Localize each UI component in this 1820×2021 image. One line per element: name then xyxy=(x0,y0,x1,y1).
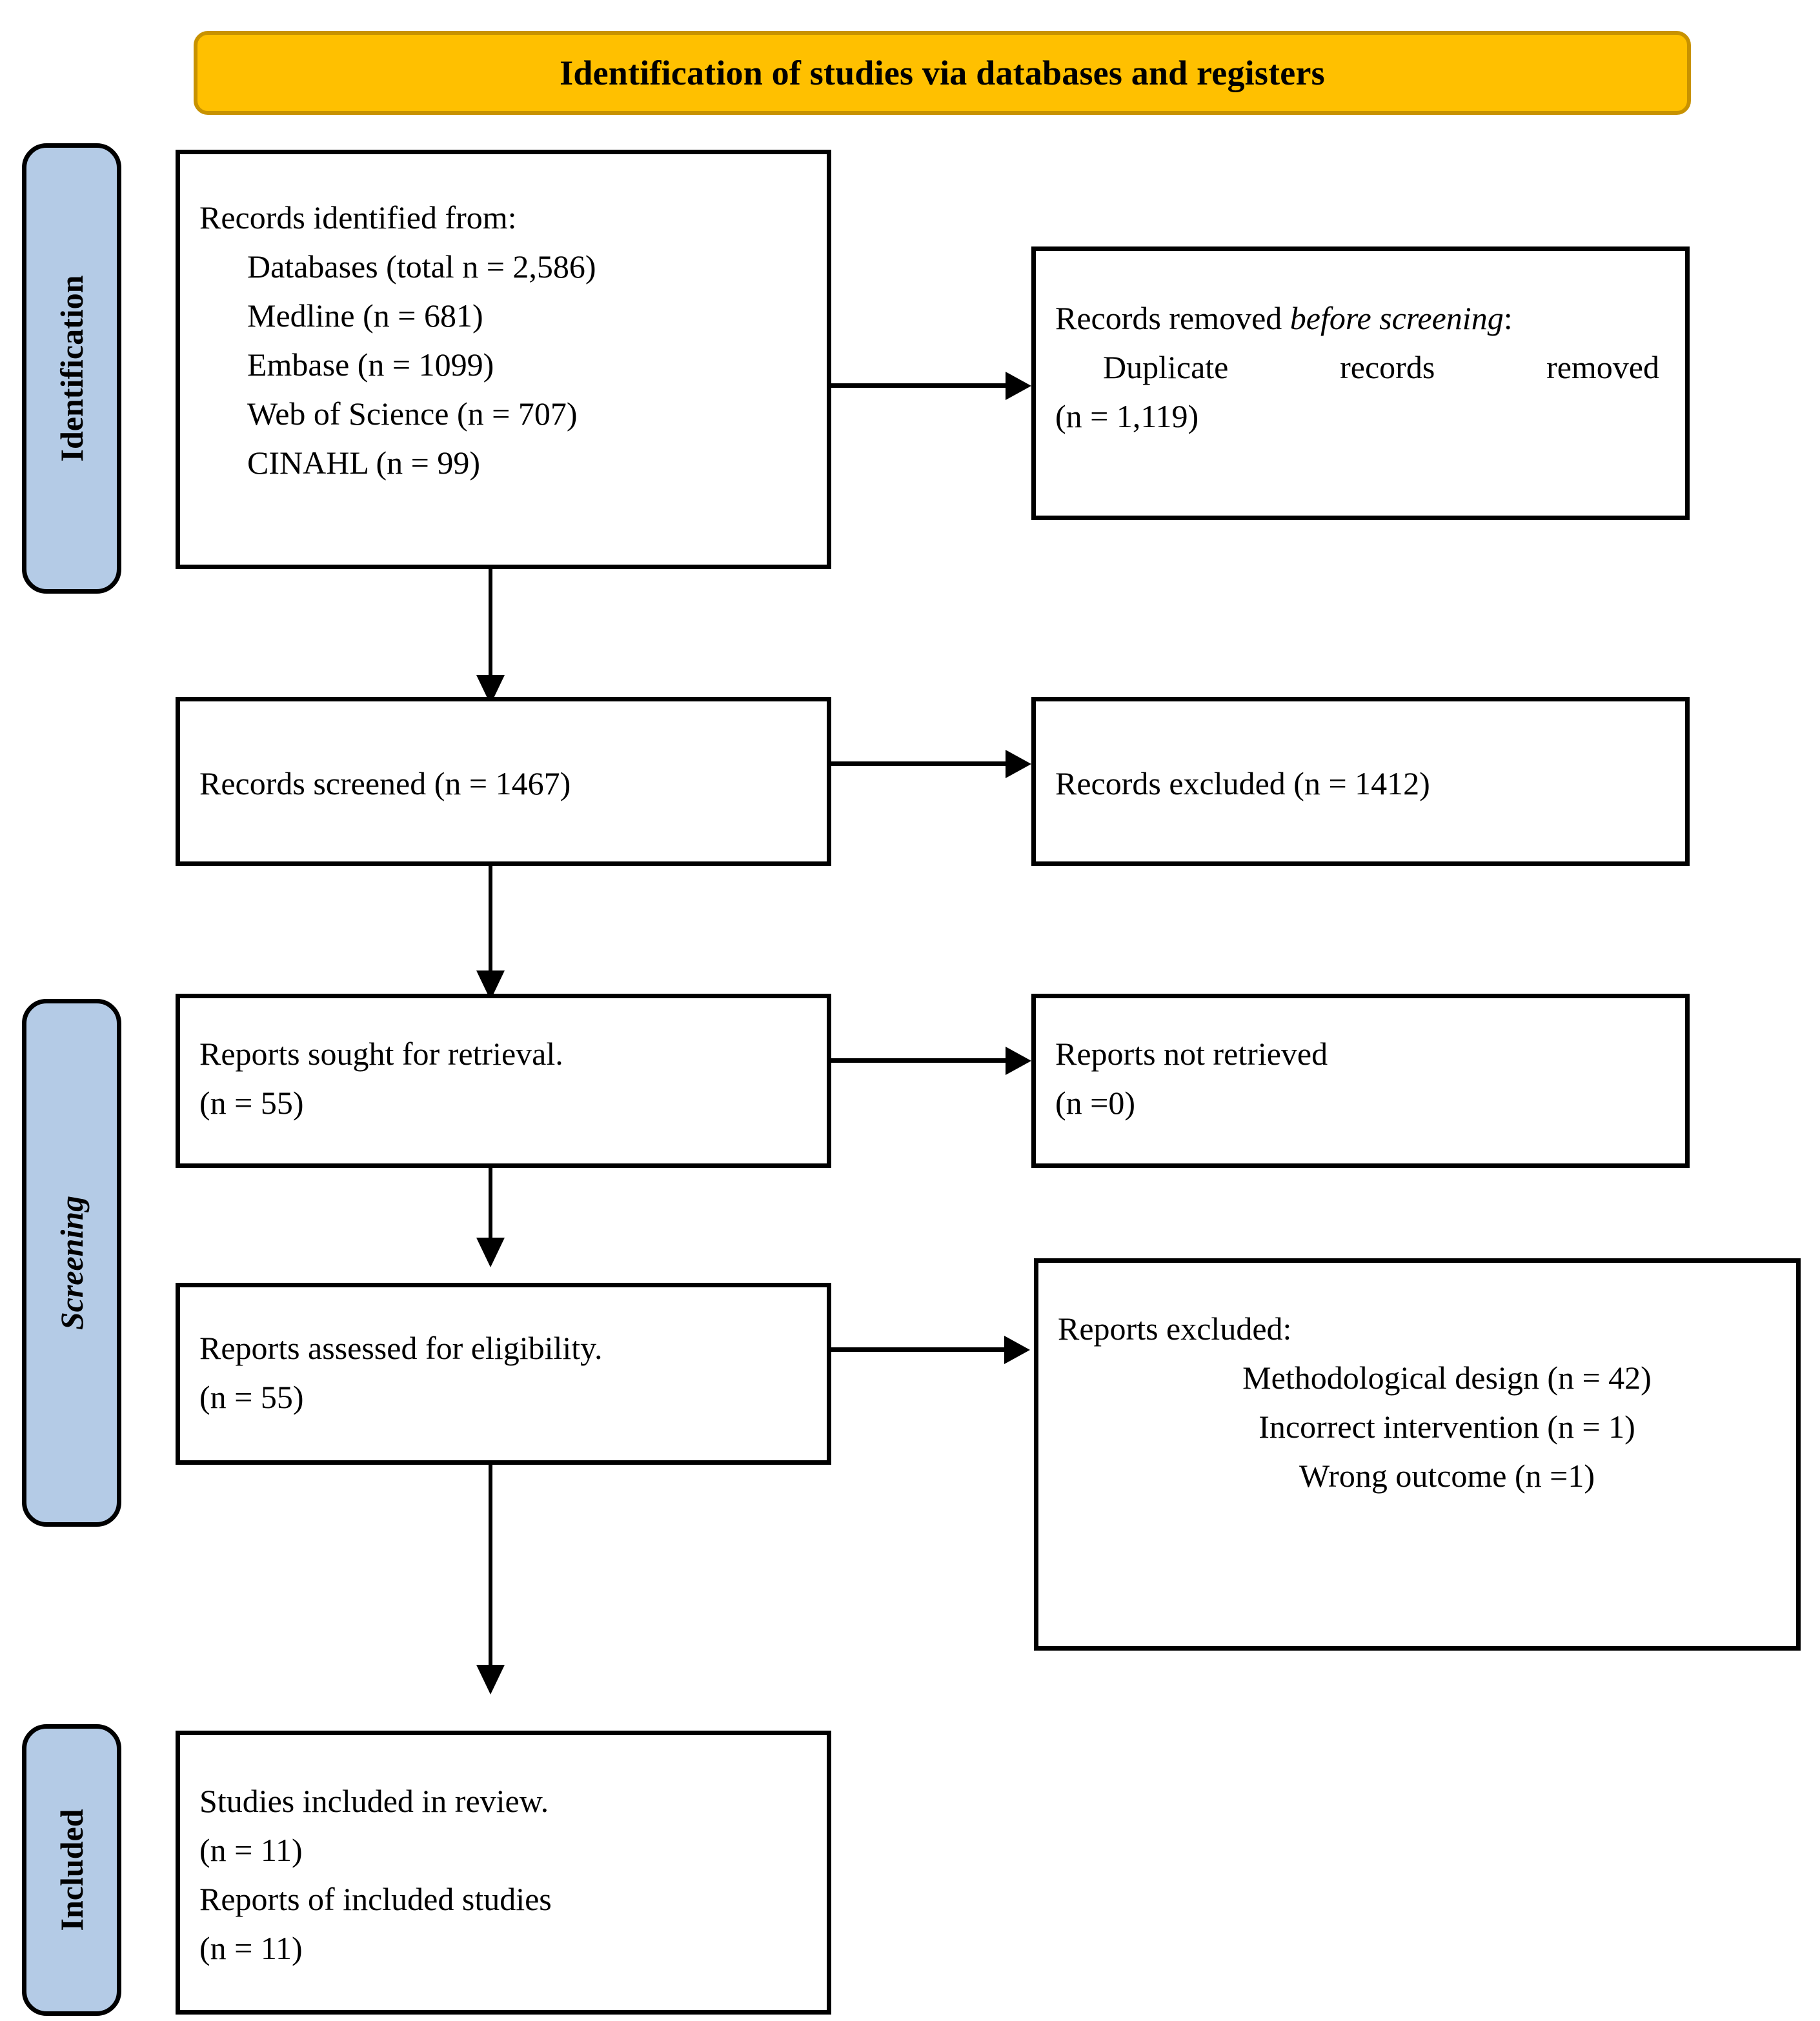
studies-included-line1: Studies included in review. xyxy=(199,1783,549,1819)
records-removed-heading-plain: Records removed xyxy=(1055,300,1290,336)
arrowhead-assessed-to-excluded xyxy=(1004,1336,1030,1364)
records-removed-heading-tail: : xyxy=(1503,300,1513,336)
reports-sought-line1: Reports sought for retrieval. xyxy=(199,1036,563,1072)
studies-included-line2: (n = 11) xyxy=(199,1832,303,1868)
records-identified-item-databases: Databases (total n = 2,586) xyxy=(247,248,596,285)
records-removed-heading: Records removed before screening: xyxy=(1055,294,1666,343)
connector-sought-to-not-retrieved xyxy=(831,1058,1013,1063)
stage-label-screening-text: Screening xyxy=(54,1195,90,1331)
box-reports-excluded: Reports excluded: Methodological design … xyxy=(1034,1258,1801,1651)
stage-label-identification: Identification xyxy=(22,143,121,594)
arrowhead-sought-to-assessed xyxy=(476,1238,505,1267)
box-studies-included: Studies included in review. (n = 11) Rep… xyxy=(176,1731,831,2015)
records-identified-item-wos: Web of Science (n = 707) xyxy=(247,396,578,432)
reports-not-retrieved-line1: Reports not retrieved xyxy=(1055,1036,1328,1072)
connector-sought-to-assessed xyxy=(489,1168,492,1251)
connector-identified-to-screened xyxy=(489,569,492,688)
box-reports-sought: Reports sought for retrieval. (n = 55) xyxy=(176,994,831,1168)
box-records-identified: Records identified from: Databases (tota… xyxy=(176,150,831,569)
stage-label-included: Included xyxy=(22,1724,121,2016)
reports-assessed-line2: (n = 55) xyxy=(199,1379,304,1415)
reports-excluded-heading: Reports excluded: xyxy=(1058,1311,1292,1347)
reports-not-retrieved-line2: (n =0) xyxy=(1055,1085,1135,1121)
records-excluded-line: Records excluded (n = 1412) xyxy=(1055,765,1430,801)
box-records-screened: Records screened (n = 1467) xyxy=(176,697,831,866)
reports-excluded-reason-methodological: Methodological design (n = 42) xyxy=(1242,1360,1652,1396)
records-identified-heading: Records identified from: xyxy=(199,199,517,236)
records-identified-item-cinahl: CINAHL (n = 99) xyxy=(247,445,481,481)
diagram-banner: Identification of studies via databases … xyxy=(194,31,1691,115)
records-screened-line: Records screened (n = 1467) xyxy=(199,765,571,801)
records-identified-item-medline: Medline (n = 681) xyxy=(247,297,483,334)
records-identified-item-embase: Embase (n = 1099) xyxy=(247,347,494,383)
box-records-removed: Records removed before screening: Duplic… xyxy=(1031,246,1690,520)
box-reports-not-retrieved: Reports not retrieved (n =0) xyxy=(1031,994,1690,1168)
arrowhead-screened-to-excluded xyxy=(1006,750,1031,778)
arrowhead-assessed-to-included xyxy=(476,1665,505,1694)
box-reports-assessed: Reports assessed for eligibility. (n = 5… xyxy=(176,1283,831,1465)
connector-identified-to-removed xyxy=(831,383,1013,388)
stage-label-identification-text: Identification xyxy=(54,275,90,462)
connector-screened-to-sought xyxy=(489,866,492,983)
records-removed-detail: Duplicate records removed xyxy=(1103,349,1659,385)
banner-title: Identification of studies via databases … xyxy=(560,54,1325,92)
reports-sought-line2: (n = 55) xyxy=(199,1085,304,1121)
studies-included-line4: (n = 11) xyxy=(199,1930,303,1966)
connector-assessed-to-excluded xyxy=(831,1347,1009,1352)
reports-assessed-line1: Reports assessed for eligibility. xyxy=(199,1330,603,1366)
stage-label-included-text: Included xyxy=(54,1809,90,1931)
connector-screened-to-excluded xyxy=(831,761,1013,766)
box-records-excluded: Records excluded (n = 1412) xyxy=(1031,697,1690,866)
reports-excluded-reason-outcome: Wrong outcome (n =1) xyxy=(1299,1458,1595,1494)
reports-excluded-reason-intervention: Incorrect intervention (n = 1) xyxy=(1259,1409,1635,1445)
connector-assessed-to-included xyxy=(489,1465,492,1678)
records-removed-heading-italic: before screening xyxy=(1289,300,1504,336)
studies-included-line3: Reports of included studies xyxy=(199,1881,552,1917)
stage-label-screening: Screening xyxy=(22,999,121,1527)
arrowhead-identified-to-removed xyxy=(1006,372,1031,400)
records-removed-count: (n = 1,119) xyxy=(1055,398,1199,434)
arrowhead-sought-to-not-retrieved xyxy=(1006,1047,1031,1075)
